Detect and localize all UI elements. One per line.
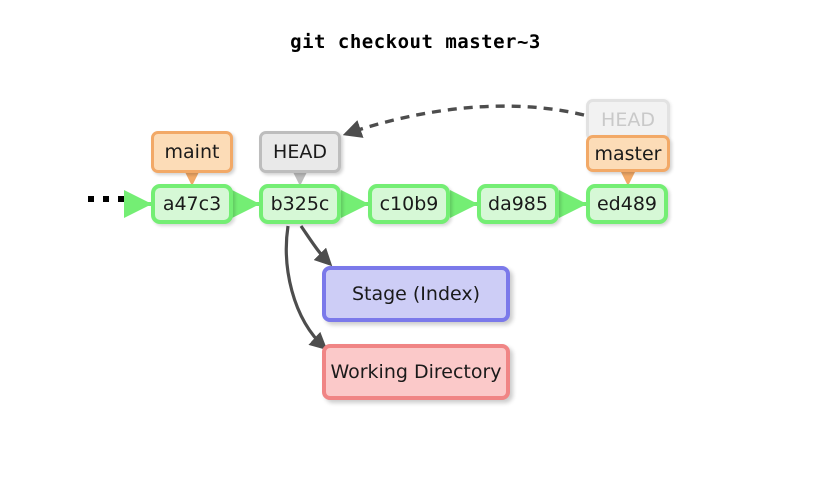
page-title: git checkout master~3 bbox=[290, 31, 541, 53]
ellipsis-dot bbox=[103, 196, 109, 202]
commit-node-c10b9[interactable]: c10b9 bbox=[368, 184, 450, 224]
ellipsis-dot bbox=[88, 196, 94, 202]
head-label-previous-ghost: HEAD bbox=[586, 99, 670, 141]
arrow-b325c-to-working-directory bbox=[284, 225, 328, 351]
arrow-head-move-dashed bbox=[342, 104, 585, 138]
history-ellipsis bbox=[88, 196, 124, 202]
commit-node-a47c3[interactable]: a47c3 bbox=[151, 184, 233, 224]
ellipsis-dot bbox=[118, 196, 124, 202]
commit-node-ed489[interactable]: ed489 bbox=[586, 184, 668, 224]
arrow-b325c-to-stage bbox=[299, 225, 333, 267]
commit-node-b325c[interactable]: b325c bbox=[259, 184, 341, 224]
commit-node-da985[interactable]: da985 bbox=[477, 184, 559, 224]
head-label-current[interactable]: HEAD bbox=[259, 131, 341, 173]
working-directory-box[interactable]: Working Directory bbox=[322, 344, 510, 400]
stage-index-box[interactable]: Stage (Index) bbox=[322, 266, 510, 322]
branch-label-maint[interactable]: maint bbox=[151, 131, 233, 173]
branch-label-master[interactable]: master bbox=[586, 135, 670, 172]
